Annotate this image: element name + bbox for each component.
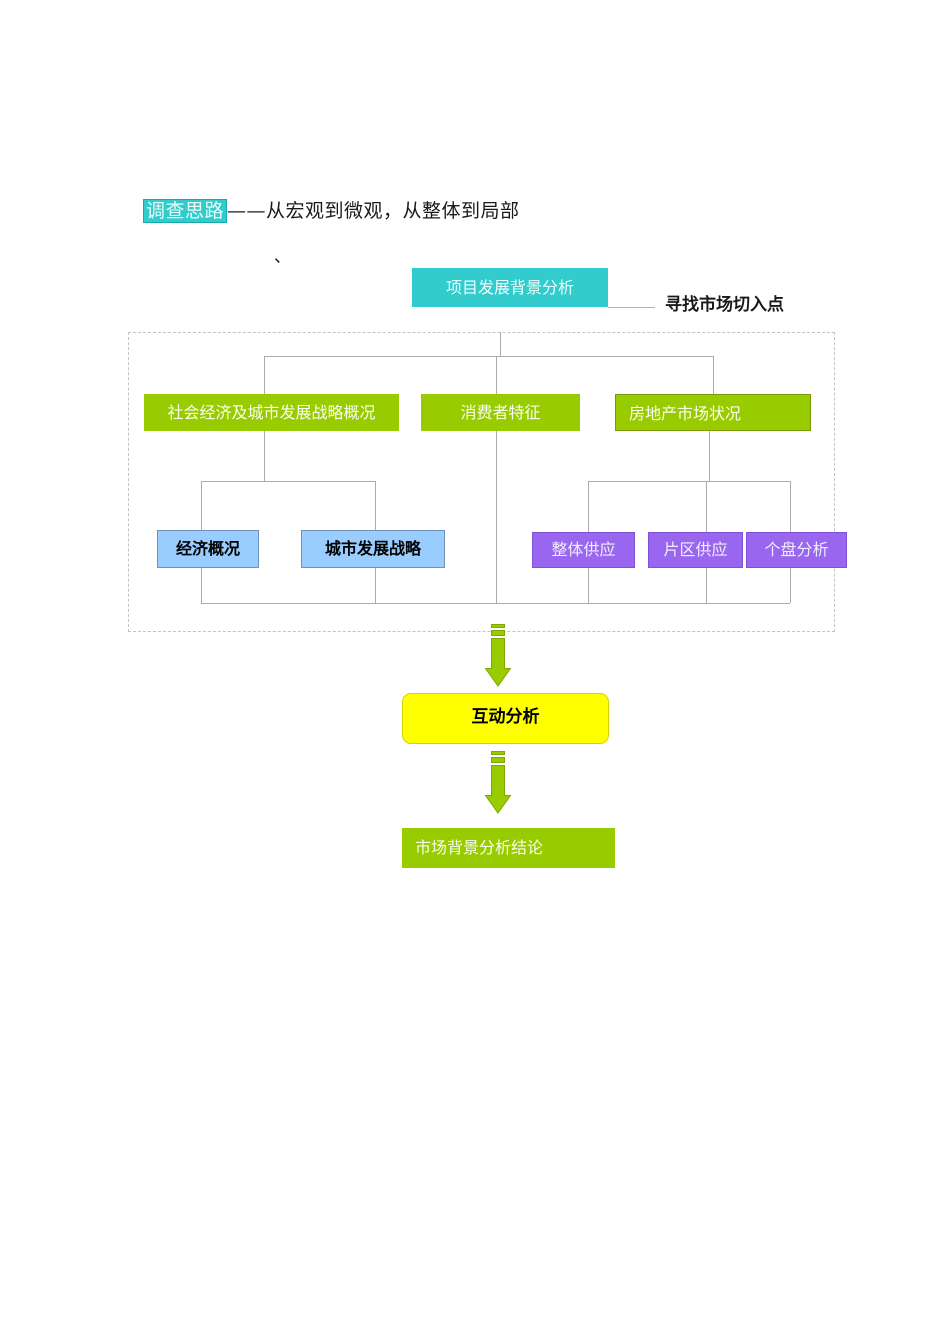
- connector-line: [375, 568, 376, 603]
- connector-line: [496, 356, 497, 394]
- leaf-box-city-strategy[interactable]: 城市发展战略: [301, 530, 445, 568]
- connector-line: [588, 481, 790, 482]
- connector-line: [588, 481, 589, 532]
- connector-line: [201, 481, 202, 530]
- conclusion-box[interactable]: 市场背景分析结论: [402, 828, 615, 868]
- down-arrow-icon[interactable]: [484, 624, 512, 687]
- annotation-text: 寻找市场切入点: [665, 295, 784, 315]
- connector-line: [496, 431, 497, 603]
- connector-line: [790, 481, 791, 532]
- connector-line: [588, 568, 589, 603]
- branch-box-realestate-market[interactable]: 房地产市场状况: [615, 394, 811, 431]
- leaf-box-project-analysis[interactable]: 个盘分析: [746, 532, 847, 568]
- connector-line: [264, 356, 713, 357]
- connector-line: [375, 481, 376, 530]
- connector-line: [706, 568, 707, 603]
- diagram-dashed-frame: [128, 332, 835, 632]
- annotation-connector-line: [608, 307, 655, 308]
- connector-line: [500, 332, 501, 356]
- connector-line: [790, 568, 791, 603]
- connector-line: [264, 431, 265, 481]
- leaf-box-overall-supply[interactable]: 整体供应: [532, 532, 635, 568]
- connector-line: [706, 481, 707, 532]
- stray-comma-mark: 、: [274, 247, 291, 267]
- interaction-analysis-box[interactable]: 互动分析: [402, 693, 609, 744]
- title-subtext: ——从宏观到微观，从整体到局部: [227, 200, 520, 222]
- page-title: 调查思路——从宏观到微观，从整体到局部: [143, 196, 520, 223]
- leaf-box-district-supply[interactable]: 片区供应: [648, 532, 743, 568]
- branch-box-society-economy[interactable]: 社会经济及城市发展战略概况: [144, 394, 399, 431]
- highlighted-title: 调查思路: [143, 199, 228, 223]
- flowchart-root-box[interactable]: 项目发展背景分析: [412, 268, 608, 307]
- connector-line: [709, 431, 710, 481]
- branch-box-consumer[interactable]: 消费者特征: [421, 394, 580, 431]
- leaf-box-economy-overview[interactable]: 经济概况: [157, 530, 259, 568]
- connector-line: [201, 568, 202, 603]
- connector-line: [201, 603, 790, 604]
- connector-line: [713, 356, 714, 394]
- down-arrow-icon[interactable]: [484, 751, 512, 814]
- connector-line: [201, 481, 375, 482]
- connector-line: [264, 356, 265, 394]
